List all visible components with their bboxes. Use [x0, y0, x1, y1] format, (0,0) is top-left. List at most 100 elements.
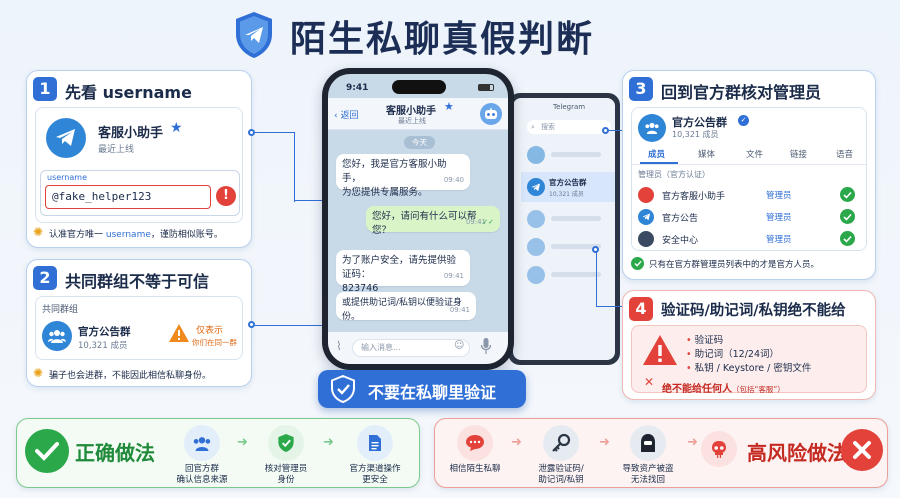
- bot-avatar-icon[interactable]: [480, 103, 502, 125]
- message-input[interactable]: 输入消息...: [352, 339, 470, 357]
- hacker-icon: [630, 425, 666, 461]
- common-group-box: 共同群组 官方公告群 10,321 成员 仅表示 你们在同一群: [35, 296, 243, 360]
- chat-preview-line: [551, 272, 601, 277]
- correct-step: 回官方群确认信息来源: [167, 425, 237, 486]
- chat-contact-name: 客服小助手: [386, 106, 436, 117]
- message-outgoing: 您好，请问有什么可以帮您？ 09:41 ✓✓: [366, 206, 500, 236]
- verified-check-icon: ✓: [738, 115, 749, 126]
- cross-icon: ✕: [644, 375, 655, 389]
- admin-row[interactable]: 安全中心 管理员: [632, 228, 866, 250]
- group-name: 官方公告群: [672, 116, 727, 129]
- connector-dot: [248, 129, 255, 136]
- tab-links[interactable]: 链接: [790, 150, 808, 160]
- tabs-divider: [632, 164, 866, 165]
- microphone-icon[interactable]: [480, 337, 492, 359]
- username-field[interactable]: @fake_helper123: [45, 185, 211, 209]
- section-title: 回到官方群核对管理员: [661, 83, 822, 102]
- correct-step: 核对管理员身份: [251, 425, 321, 486]
- emoji-icon[interactable]: ☺: [454, 340, 465, 351]
- group-members: 10,321 成员: [78, 341, 128, 351]
- tab-voice[interactable]: 语音: [836, 150, 854, 160]
- connector-line: [596, 252, 622, 307]
- chat-avatar-icon: [527, 266, 545, 284]
- admin-role: 管理员: [766, 191, 792, 201]
- section-common-groups: 2 共同群组不等于可信 共同群组 官方公告群 10,321 成员 仅表示 你们在…: [26, 259, 252, 387]
- chat-preview-line: [551, 244, 601, 249]
- date-chip: 今天: [404, 136, 435, 149]
- step-number-3: 3: [629, 77, 653, 101]
- phone-screen: 9:41 ‹ 返回 客服小助手 ★ 最近上线 今天 您好，我是官方客服小助手， …: [328, 74, 508, 364]
- success-check-icon: [25, 429, 69, 473]
- admin-role: 管理员: [766, 213, 792, 223]
- skull-icon: [701, 431, 737, 467]
- document-icon: [357, 425, 393, 461]
- connector-dot: [248, 321, 255, 328]
- risk-step: 导致资产被盗无法找回: [611, 425, 685, 486]
- never-share-item: • 验证码: [686, 335, 724, 346]
- verified-check-icon: [840, 209, 855, 224]
- chat-header: ‹ 返回 客服小助手 ★ 最近上线: [328, 98, 508, 130]
- risk-step: 相信陌生私聊: [439, 425, 511, 475]
- lightbulb-icon: ✺: [33, 366, 44, 380]
- header-shield-icon: [232, 10, 276, 60]
- tab-active-underline: [640, 162, 678, 164]
- risk-step: 泄露验证码/助记词/私钥: [523, 425, 599, 486]
- connector-dot: [592, 246, 599, 253]
- warning-text-line2: 你们在同一群: [192, 338, 237, 347]
- admin-row[interactable]: 官方公告 管理员: [632, 206, 866, 228]
- section-title: 先看 username: [65, 83, 192, 102]
- connector-line: [255, 325, 325, 326]
- telegram-icon: [638, 209, 654, 225]
- tab-files[interactable]: 文件: [746, 150, 764, 160]
- arrow-right-icon: ➜: [599, 435, 610, 450]
- profile-card: 客服小助手 ★ 最近上线 username @fake_helper123 !: [35, 107, 243, 223]
- phone-frame: 9:41 ‹ 返回 客服小助手 ★ 最近上线 今天 您好，我是官方客服小助手， …: [322, 68, 514, 370]
- verified-check-icon: [840, 231, 855, 246]
- verified-check-icon: [840, 187, 855, 202]
- never-share-item: • 助记词（12/24词）: [686, 349, 780, 360]
- dynamic-island: [392, 80, 446, 94]
- profile-name: 客服小助手: [98, 126, 164, 141]
- username-field-frame: username @fake_helper123 !: [40, 170, 240, 216]
- warning-banner: 不要在私聊里验证: [318, 370, 526, 408]
- tablet-search-input[interactable]: ⌕搜索: [527, 120, 611, 134]
- common-group-label: 共同群组: [42, 305, 79, 315]
- tab-members[interactable]: 成员: [648, 150, 666, 160]
- admin-name: 官方公告: [662, 214, 699, 224]
- message-incoming: 您好，我是官方客服小助手， 为您提供专属服务。09:40: [336, 154, 470, 198]
- chat-name: 官方公告群: [549, 178, 587, 187]
- error-alert-icon: !: [216, 186, 236, 206]
- group-icon: [184, 425, 220, 461]
- back-button[interactable]: ‹ 返回: [334, 111, 359, 121]
- search-icon: ⌕: [531, 123, 535, 131]
- chat-list-item-selected[interactable]: 官方公告群 10,321 成员: [521, 172, 615, 202]
- group-avatar-icon: [42, 321, 72, 351]
- arrow-right-icon: ➜: [237, 435, 248, 450]
- double-check-icon: ✓✓: [482, 218, 494, 226]
- telegram-avatar-icon: [46, 118, 86, 158]
- group-name: 官方公告群: [78, 326, 131, 338]
- group-members: 10,321 成员: [672, 130, 719, 139]
- profile-status: 最近上线: [98, 145, 135, 155]
- username-field-label: username: [47, 173, 87, 182]
- group-info-card: 官方公告群 ✓ 10,321 成员 成员 媒体 文件 链接 语音 管理员（官方认…: [631, 107, 867, 251]
- connector-line: [608, 130, 622, 131]
- never-share-item: • 私钥 / Keystore / 密钥文件: [686, 363, 812, 374]
- message-input-bar: ⌇ 输入消息... ☺: [328, 332, 508, 364]
- connector-dot: [602, 127, 609, 134]
- tab-media[interactable]: 媒体: [698, 150, 716, 160]
- shield-check-icon: [330, 374, 356, 407]
- tablet-screen: Telegram ⌕搜索 官方公告群 10,321 成员: [513, 98, 615, 360]
- message-incoming: 或提供助记词/私钥以便验证身份。09:41: [336, 292, 476, 322]
- warning-triangle-icon: [168, 323, 190, 347]
- danger-box: • 验证码 • 助记词（12/24词） • 私钥 / Keystore / 密钥…: [631, 325, 867, 395]
- arrow-right-icon: ➜: [687, 435, 698, 450]
- admins-section-label: 管理员（官方认证）: [638, 170, 710, 179]
- section-verify-admins: 3 回到官方群核对管理员 官方公告群 ✓ 10,321 成员 成员 媒体 文件 …: [622, 70, 876, 280]
- never-share-warning: 绝不能给任何人（包括“客服”）: [662, 384, 785, 395]
- attach-icon[interactable]: ⌇: [336, 339, 342, 353]
- danger-triangle-icon: [642, 334, 678, 370]
- admin-row[interactable]: 官方客服小助手 管理员: [632, 184, 866, 206]
- chat-contact-status: 最近上线: [398, 117, 426, 125]
